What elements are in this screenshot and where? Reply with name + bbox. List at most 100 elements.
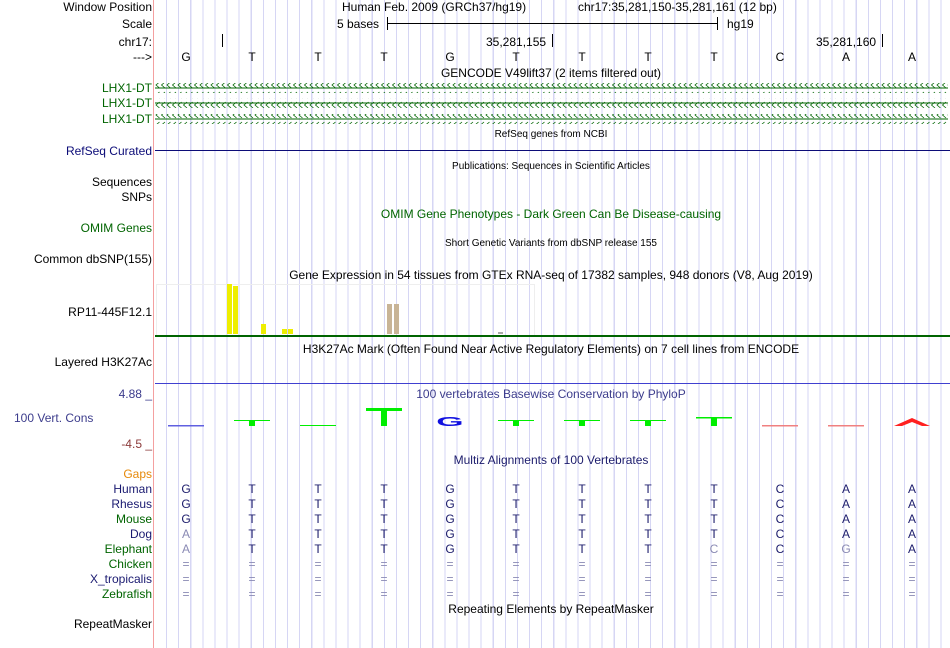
svg-text:G: G (436, 414, 463, 429)
alignment-base: = (710, 557, 718, 571)
label-snps[interactable]: SNPs (121, 190, 152, 204)
alignment-base: = (380, 557, 388, 571)
species-label-rhesus[interactable]: Rhesus (111, 497, 152, 511)
reference-base: A (841, 50, 850, 64)
reference-base: T (512, 50, 520, 64)
label-strand: ---> (133, 50, 152, 64)
alignment-base: G (181, 482, 191, 496)
phylop-base-mark[interactable] (696, 417, 732, 426)
alignment-base: G (445, 527, 455, 541)
lhx1-dt-transcript[interactable] (155, 114, 948, 124)
alignment-base: G (445, 497, 455, 511)
label-refseq-curated[interactable]: RefSeq Curated (65, 144, 152, 158)
phylop-base-mark[interactable] (828, 425, 864, 427)
db-text: hg19 (727, 17, 754, 31)
label-sequences[interactable]: Sequences (91, 175, 152, 189)
reference-base: T (644, 50, 652, 64)
h3k27ac-title: H3K27Ac Mark (Often Found Near Active Re… (302, 342, 800, 356)
gtex-tissue-bar[interactable] (288, 329, 293, 334)
publications-title: Publications: Sequences in Scientific Ar… (452, 161, 650, 172)
label-100-vert-cons[interactable]: 100 Vert. Cons (14, 411, 94, 425)
alignment-base: T (644, 527, 652, 541)
gtex-tissue-bar[interactable] (387, 304, 392, 334)
gtex-tissue-bar[interactable] (227, 284, 232, 334)
alignment-base: = (908, 557, 916, 571)
omim-title: OMIM Gene Phenotypes - Dark Green Can Be… (380, 207, 722, 221)
gtex-tissue-bar[interactable] (394, 304, 399, 334)
alignment-base: T (380, 527, 388, 541)
alignment-base: G (445, 542, 455, 556)
phylop-base-mark[interactable] (630, 420, 666, 426)
label-lhx1-dt[interactable]: LHX1-DT (101, 81, 152, 95)
label-gtex-gene[interactable]: RP11-445F12.1 (68, 305, 152, 319)
alignment-base: G (445, 482, 455, 496)
gtex-title: Gene Expression in 54 tissues from GTEx … (289, 268, 813, 282)
alignment-base: A (907, 482, 916, 496)
alignment-base: = (776, 572, 784, 586)
gencode-title: GENCODE V49lift37 (2 items filtered out) (440, 66, 662, 80)
alignment-base: T (314, 512, 322, 526)
alignment-base: T (710, 497, 718, 511)
phylop-base-mark[interactable] (564, 420, 600, 426)
phylop-base-mark[interactable] (366, 408, 402, 426)
reference-base: G (445, 50, 455, 64)
gtex-gene-line[interactable] (155, 335, 950, 337)
species-label-human[interactable]: Human (113, 482, 152, 496)
species-label-zebrafish[interactable]: Zebrafish (101, 587, 152, 601)
alignment-base: A (841, 512, 850, 526)
phylop-base-mark[interactable] (762, 425, 798, 427)
reference-base: T (380, 50, 388, 64)
label-omim-genes[interactable]: OMIM Genes (80, 221, 152, 235)
alignment-base: = (314, 557, 322, 571)
label-chrom: chr17: (118, 35, 152, 49)
species-label-chicken[interactable]: Chicken (108, 557, 152, 571)
species-label-elephant[interactable]: Elephant (104, 542, 152, 556)
alignment-base: T (578, 527, 586, 541)
alignment-base: = (644, 587, 652, 601)
label-layered-h3k27ac[interactable]: Layered H3K27Ac (54, 355, 152, 369)
phylop-base-mark[interactable] (168, 425, 204, 427)
label-lhx1-dt[interactable]: LHX1-DT (101, 96, 152, 110)
label-lhx1-dt[interactable]: LHX1-DT (101, 112, 152, 126)
alignment-base: C (775, 512, 785, 526)
assembly-title: Human Feb. 2009 (GRCh37/hg19) (342, 0, 527, 14)
alignment-base: G (181, 512, 191, 526)
species-label-x_tropicalis[interactable]: X_tropicalis (89, 572, 152, 586)
alignment-base: T (248, 512, 256, 526)
gtex-tissue-bar[interactable] (261, 324, 266, 334)
alignment-base: T (578, 512, 586, 526)
gtex-tissue-bar[interactable] (282, 329, 287, 334)
position-text: chr17:35,281,150-35,281,161 (12 bp) (578, 0, 777, 14)
alignment-base: T (512, 542, 520, 556)
alignment-base: = (248, 587, 256, 601)
lhx1-dt-transcript[interactable] (155, 98, 948, 108)
phylop-base-mark[interactable] (894, 418, 930, 426)
phylop-base-mark[interactable] (234, 420, 270, 426)
multiz-title: Multiz Alignments of 100 Vertebrates (453, 453, 649, 467)
phylop-base-mark[interactable] (498, 420, 534, 426)
alignment-base: T (248, 482, 256, 496)
phylop-base-mark[interactable]: G (436, 414, 463, 429)
dbsnp-title: Short Genetic Variants from dbSNP releas… (445, 238, 657, 249)
reference-base: T (248, 50, 256, 64)
reference-base: T (314, 50, 322, 64)
alignment-base: T (644, 542, 652, 556)
reference-base: G (181, 50, 191, 64)
species-label-dog[interactable]: Dog (129, 527, 152, 541)
label-cons-min: -4.5 _ (121, 437, 152, 451)
alignment-base: T (314, 527, 322, 541)
label-common-dbsnp[interactable]: Common dbSNP(155) (33, 252, 152, 266)
phylop-base-mark[interactable] (300, 425, 336, 426)
alignment-base: T (578, 482, 586, 496)
refseq-curated-line[interactable] (155, 150, 950, 151)
alignment-base: = (776, 557, 784, 571)
reference-base: A (907, 50, 916, 64)
alignment-base: T (644, 497, 652, 511)
lhx1-dt-transcript[interactable] (155, 83, 948, 93)
species-label-mouse[interactable]: Mouse (115, 512, 152, 526)
label-gaps[interactable]: Gaps (123, 467, 152, 481)
gtex-tissue-bar[interactable] (498, 332, 503, 334)
gtex-tissue-bar[interactable] (233, 286, 238, 334)
label-repeatmasker[interactable]: RepeatMasker (73, 617, 152, 631)
